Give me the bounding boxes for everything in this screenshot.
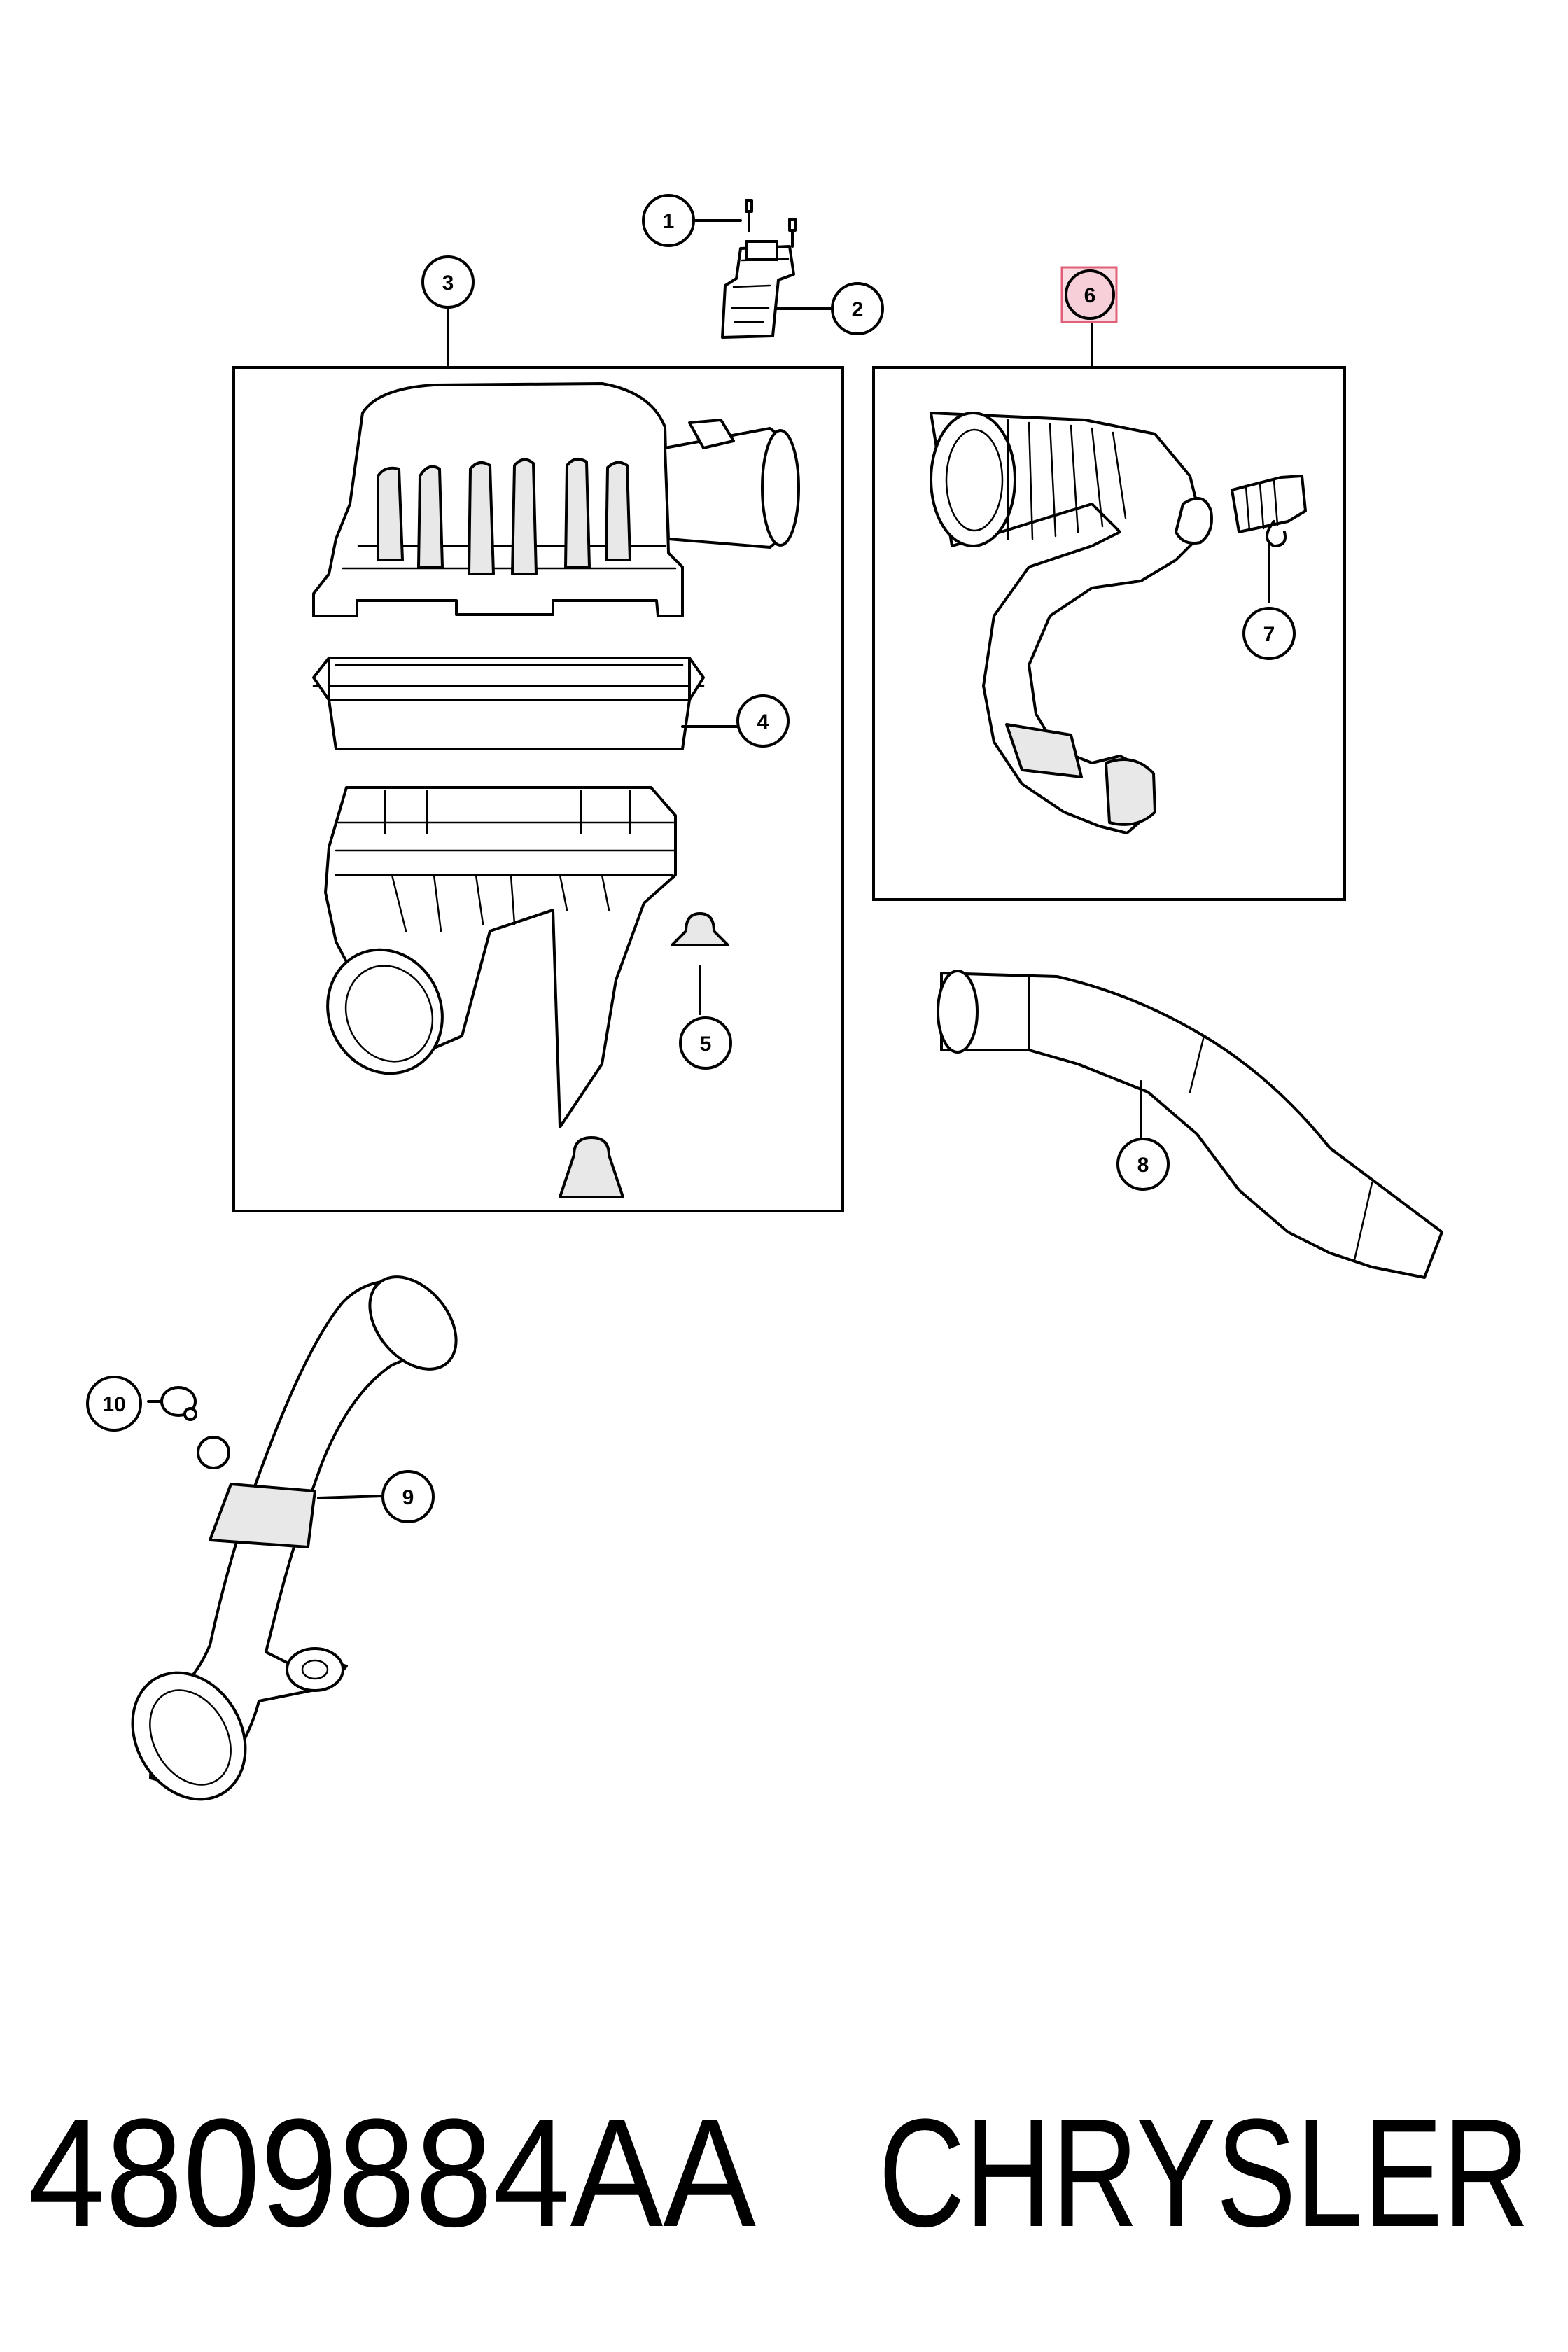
- callout-4-label: 4: [757, 710, 769, 734]
- leader-lines: [147, 219, 1270, 1499]
- callout-6[interactable]: 6: [1060, 266, 1118, 323]
- callout-9[interactable]: 9: [382, 1470, 435, 1523]
- air-inlet-duct-part: [131, 1275, 458, 1801]
- callout-6-label: 6: [1084, 284, 1096, 307]
- screw-part: [745, 199, 797, 248]
- air-filter-part: [312, 657, 705, 750]
- callout-8[interactable]: 8: [1116, 1138, 1170, 1191]
- air-cleaner-lower-housing-part: [324, 786, 729, 1198]
- callout-2-label: 2: [852, 298, 864, 321]
- callout-2[interactable]: 2: [831, 282, 884, 335]
- callout-7-label: 7: [1264, 623, 1275, 646]
- air-cleaner-cover-part: [312, 382, 800, 617]
- brand-name: CHRYSLER: [878, 2087, 1530, 2259]
- callout-9-label: 9: [402, 1486, 414, 1509]
- callout-5[interactable]: 5: [679, 1016, 732, 1070]
- air-inlet-resonator-part: [930, 412, 1213, 834]
- callout-1[interactable]: 1: [642, 194, 695, 247]
- air-cleaner-assembly-frame: [232, 366, 844, 1212]
- callout-4[interactable]: 4: [736, 694, 790, 748]
- callout-10[interactable]: 10: [86, 1376, 142, 1432]
- clip-part: [160, 1386, 197, 1421]
- callout-8-label: 8: [1138, 1154, 1149, 1177]
- callout-3-label: 3: [442, 272, 454, 295]
- resonator-assembly-frame: [872, 366, 1346, 901]
- callout-5-label: 5: [700, 1032, 712, 1056]
- callout-1-label: 1: [663, 210, 675, 233]
- callout-7[interactable]: 7: [1242, 607, 1296, 660]
- part-number: 4809884AA: [28, 2087, 756, 2259]
- hose-fitting-part: [1231, 475, 1307, 547]
- air-hose-part: [937, 969, 1443, 1279]
- callout-10-label: 10: [102, 1393, 125, 1416]
- mass-airflow-sensor-part: [721, 240, 795, 339]
- callout-3[interactable]: 3: [421, 255, 475, 309]
